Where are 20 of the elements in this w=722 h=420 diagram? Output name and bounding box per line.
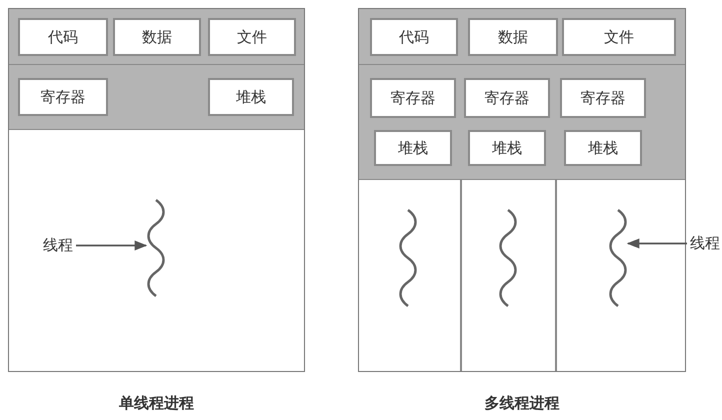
- process-label: 多线程进程: [484, 394, 560, 413]
- label-box: 文件: [562, 18, 676, 56]
- label-box: 寄存器: [18, 78, 108, 116]
- thread-label: 线程: [690, 234, 720, 253]
- label-box: 堆栈: [564, 130, 642, 166]
- label-box: 寄存器: [560, 78, 646, 118]
- label-box: 堆栈: [468, 130, 546, 166]
- label-box: 寄存器: [370, 78, 456, 118]
- process-label: 单线程进程: [118, 394, 195, 413]
- label-box: 堆栈: [374, 130, 452, 166]
- arrow: [626, 238, 687, 249]
- label-box: 数据: [468, 18, 558, 56]
- arrow: [76, 240, 148, 251]
- label-box: 代码: [18, 18, 108, 56]
- label-box: 寄存器: [464, 78, 550, 118]
- label-box: 文件: [208, 18, 296, 56]
- label-box: 堆栈: [208, 78, 294, 116]
- thread-label: 线程: [43, 236, 73, 255]
- label-box: 代码: [370, 18, 458, 56]
- label-box: 数据: [113, 18, 201, 56]
